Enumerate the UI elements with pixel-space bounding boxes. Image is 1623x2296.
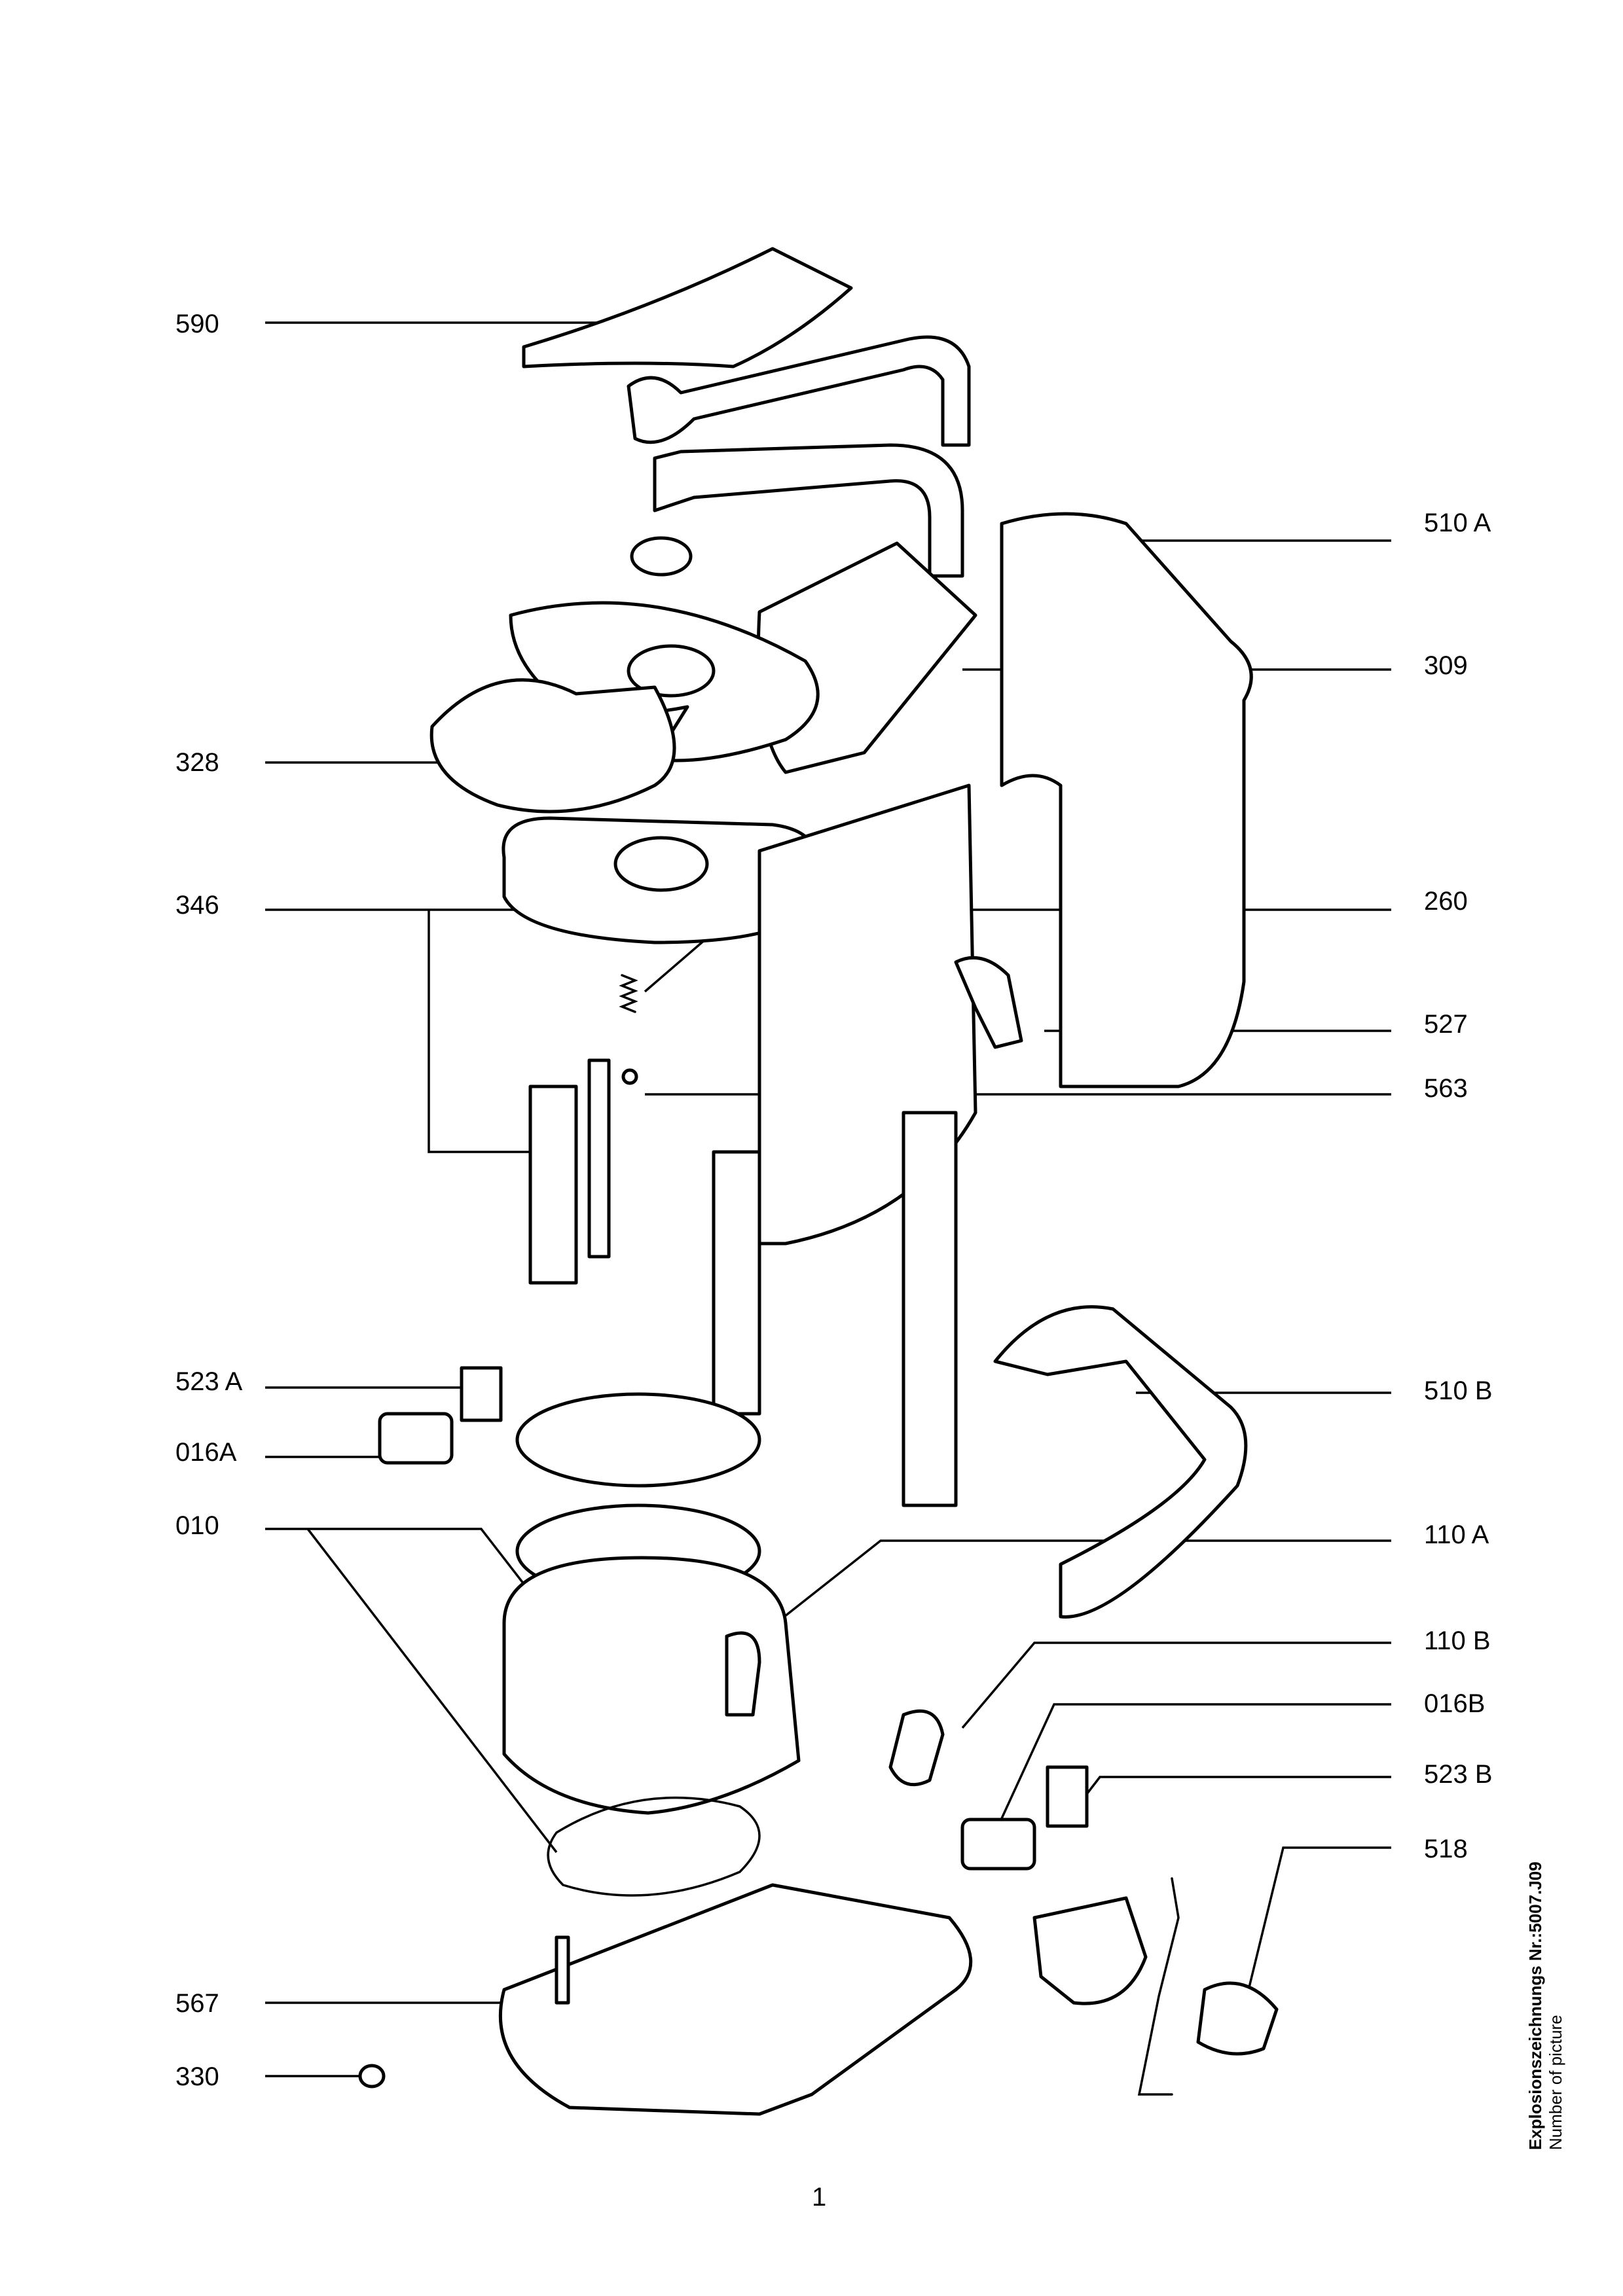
callout-labels: 590 510 A 309 328 346 260 527 563 523 A …	[175, 310, 1493, 2091]
callout-010: 010	[175, 1511, 219, 1540]
part-110a-hose	[725, 1631, 761, 1717]
part-main-column	[902, 1111, 958, 1507]
part-523b-switch-holder	[1046, 1765, 1089, 1828]
leader-346-b	[428, 910, 534, 1153]
callout-016a: 016A	[175, 1438, 237, 1467]
callout-590: 590	[175, 310, 219, 338]
part-010-seal-top	[515, 1392, 761, 1488]
callout-110a: 110 A	[1424, 1520, 1489, 1549]
page-number: 1	[812, 2183, 827, 2212]
callout-510a: 510 A	[1424, 509, 1491, 537]
part-drip-tray	[1032, 1896, 1148, 2005]
part-518-power-cord	[1137, 1877, 1180, 2096]
part-110b-hose	[888, 1709, 945, 1787]
part-523a-switch-holder	[460, 1366, 503, 1422]
callout-518: 518	[1424, 1835, 1468, 1863]
callout-016b: 016B	[1424, 1689, 1485, 1718]
callout-330: 330	[175, 2062, 219, 2091]
part-567-fuse	[555, 1935, 570, 2005]
leader-016b	[994, 1703, 1391, 1833]
part-510b-base-housing	[993, 1305, 1248, 1619]
part-328-seal-ring	[627, 644, 716, 698]
part-heating-element	[547, 1796, 761, 1897]
part-328-filter-lid	[429, 678, 676, 814]
part-rear-column	[712, 1150, 761, 1416]
part-330-nut	[358, 2064, 386, 2089]
leader-523b	[1066, 1776, 1391, 1821]
part-016b-switch	[960, 1818, 1036, 1871]
part-016a-switch	[378, 1412, 454, 1465]
leader-110b	[961, 1641, 1391, 1729]
callout-523a: 523 A	[175, 1367, 243, 1396]
part-346-filter-cone	[613, 836, 709, 892]
callout-510b: 510 B	[1424, 1376, 1493, 1405]
callout-328: 328	[175, 748, 219, 777]
callout-309: 309	[1424, 651, 1468, 680]
callout-260: 260	[1424, 887, 1468, 916]
leader-010-b	[306, 1528, 558, 1854]
part-346-riser-tube	[587, 1058, 611, 1259]
part-heater-base	[502, 1556, 801, 1815]
callout-527: 527	[1424, 1010, 1468, 1039]
leader-010	[265, 1528, 525, 1585]
leader-518	[1236, 1846, 1391, 2036]
callout-110b: 110 B	[1424, 1626, 1491, 1655]
callout-523b: 523 B	[1424, 1760, 1493, 1789]
parts	[358, 247, 1279, 2116]
part-518-plug	[1196, 1981, 1279, 2056]
part-510a-back-housing	[1000, 512, 1253, 1088]
part-outlet-valve	[630, 536, 693, 577]
callout-563: 563	[1424, 1074, 1468, 1103]
callout-567: 567	[175, 1989, 219, 2018]
part-260-spring	[619, 974, 638, 1013]
part-346-water-level-window	[528, 1085, 578, 1285]
part-base-plate	[498, 1883, 973, 2116]
drawing-reference-note: Explosionszeichnungs Nr.:5007.J09 Number…	[1525, 1861, 1566, 2150]
part-outlet-pipe	[653, 443, 964, 578]
drawing-number: Explosionszeichnungs Nr.:5007.J09	[1525, 1861, 1545, 2150]
part-563-screw	[621, 1068, 638, 1085]
drawing-number-subtitle: Number of picture	[1546, 2015, 1565, 2150]
callout-346: 346	[175, 891, 219, 920]
leader-110a	[758, 1539, 1391, 1638]
part-527-clip	[954, 956, 1023, 1049]
part-590-lid-cover	[522, 247, 853, 368]
part-590-handle	[627, 335, 971, 447]
